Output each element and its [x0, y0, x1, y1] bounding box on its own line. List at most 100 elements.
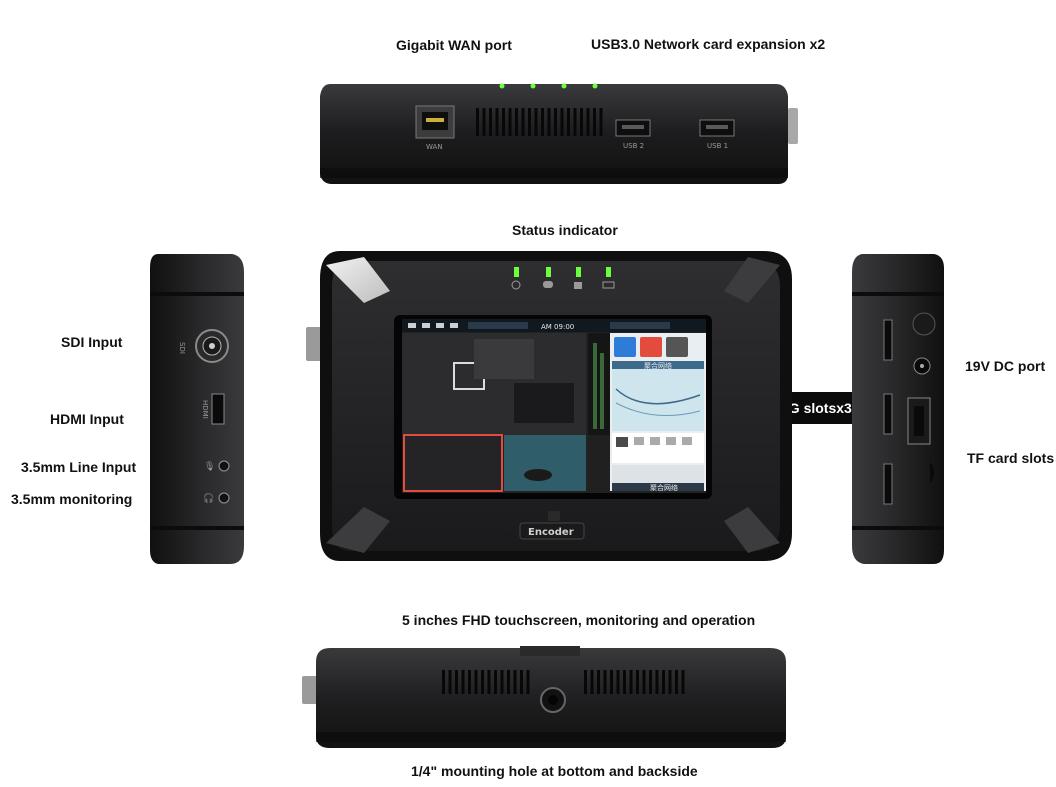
vent-slot	[468, 670, 471, 694]
vent-slot	[513, 670, 517, 694]
vent-slot	[476, 108, 479, 136]
vent-slot	[508, 108, 512, 136]
vent-slot	[603, 670, 607, 694]
usb-2-print: USB 2	[623, 142, 644, 150]
device-left-side-view: SDI HDMI 🎙 🎧	[150, 254, 244, 564]
vent-slot	[623, 670, 626, 694]
vent-slot	[502, 108, 505, 136]
screen-status-icons	[408, 323, 416, 328]
vent-slot	[554, 108, 557, 136]
corner-bumper-top-left	[326, 257, 390, 303]
audio-meter	[588, 333, 610, 435]
label-touchscreen: 5 inches FHD touchscreen, monitoring and…	[402, 612, 756, 628]
touchscreen[interactable]: AM 09:00 聚合网络	[402, 319, 706, 493]
cloud-icon	[543, 281, 553, 288]
power-icon	[511, 280, 521, 290]
vent-slot	[636, 670, 639, 694]
vent-slot	[590, 670, 594, 694]
monitoring-jack-icon	[218, 492, 230, 504]
vent-slot	[597, 670, 600, 694]
label-mounting-hole: 1/4" mounting hole at bottom and backsid…	[411, 763, 698, 779]
label-gigabit-wan-port: Gigabit WAN port	[396, 37, 512, 53]
device-front-view: AM 09:00 聚合网络	[306, 251, 792, 561]
device-rear-view: WAN USB 2 USB 1	[320, 83, 798, 184]
bottom-vent-right	[584, 670, 685, 694]
vent-slot	[662, 670, 665, 694]
wan-port-icon	[415, 105, 455, 139]
vent-slot	[442, 670, 445, 694]
video-preview-secondary[interactable]	[504, 435, 586, 491]
label-usb-expansion: USB3.0 Network card expansion x2	[591, 36, 826, 52]
sdi-bnc-icon	[195, 329, 229, 363]
label-status-indicator: Status indicator	[512, 222, 618, 238]
vent-slot	[507, 670, 510, 694]
4g-slot-1-icon	[883, 319, 893, 361]
vent-slot	[668, 670, 672, 694]
mic-icon: 🎙	[204, 461, 215, 472]
line-input-jack-icon	[218, 460, 230, 472]
device-right-side-view	[852, 254, 944, 564]
label-tf-card-slots: TF card slots	[967, 450, 1055, 466]
screen-time: AM 09:00	[541, 323, 574, 331]
vent-slot	[541, 108, 544, 136]
lock-tile-button[interactable]	[666, 337, 688, 357]
label-line-input: 3.5mm Line Input	[21, 459, 137, 475]
power-button-icon[interactable]	[912, 312, 936, 336]
hdmi-port-icon	[211, 393, 225, 425]
led-1-icon	[499, 83, 505, 89]
vent-slot	[586, 108, 590, 136]
vent-slot	[642, 670, 646, 694]
bottom-vent-left	[442, 670, 530, 694]
lock-icon	[574, 282, 582, 289]
vent-slot	[599, 108, 603, 136]
vent-slot	[487, 670, 491, 694]
vent-slot	[526, 670, 530, 694]
label-hdmi-input: HDMI Input	[50, 411, 124, 427]
vent-slot	[593, 108, 596, 136]
vent-slot	[584, 670, 587, 694]
vent-slot	[655, 670, 659, 694]
vent-slot	[455, 670, 458, 694]
vent-slot	[448, 670, 452, 694]
vent-slot	[681, 670, 685, 694]
vent-slot	[573, 108, 577, 136]
tf-card-slot-2-icon	[930, 462, 934, 484]
cloud-tile-button[interactable]	[614, 337, 636, 357]
usb-1-print: USB 1	[707, 142, 728, 150]
vent-slot	[520, 670, 523, 694]
sdi-print: SDI	[178, 342, 186, 354]
vent-slot	[521, 108, 525, 136]
vent-slot	[580, 108, 583, 136]
record-tile-button[interactable]	[640, 337, 662, 357]
vent-slot	[474, 670, 478, 694]
led-3-icon	[561, 83, 567, 89]
status-leds	[511, 267, 615, 290]
vent-slot	[494, 670, 497, 694]
vent-slot	[629, 670, 633, 694]
vent-slot	[500, 670, 504, 694]
vent-slot	[528, 108, 531, 136]
brand-label: Encoder	[528, 527, 574, 538]
vent-slot	[481, 670, 484, 694]
label-sdi-input: SDI Input	[61, 334, 123, 350]
vent-slot	[461, 670, 465, 694]
led-2-icon	[530, 83, 536, 89]
led-4-icon	[592, 83, 598, 89]
video-preview-selected[interactable]	[403, 434, 503, 492]
vent-slot	[567, 108, 570, 136]
vent-slot	[495, 108, 499, 136]
vent-slot	[675, 670, 678, 694]
vent-slot	[515, 108, 518, 136]
vent-slot	[547, 108, 551, 136]
front-sdi-connector-icon	[306, 327, 322, 361]
4g-slot-2-icon	[883, 393, 893, 435]
footer-title: 聚合网络	[650, 483, 678, 492]
vent-slot	[482, 108, 486, 136]
vent-slot	[610, 670, 613, 694]
vent-slot	[649, 670, 652, 694]
panel-title: 聚合网络	[644, 361, 672, 370]
battery-icon	[602, 281, 615, 289]
vent-slot	[534, 108, 538, 136]
hdmi-print: HDMI	[201, 400, 209, 419]
device-bottom-view	[302, 646, 786, 748]
